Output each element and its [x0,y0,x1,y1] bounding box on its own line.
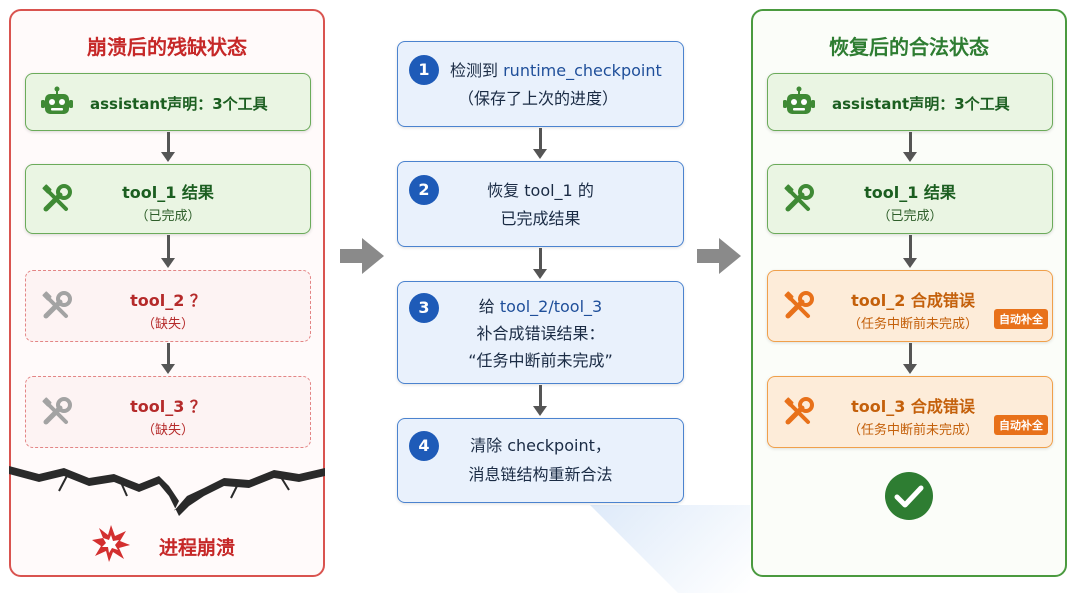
tool2-missing-title: tool_2 ？ [130,291,206,310]
robot-icon [41,86,73,114]
tool1-subtitle: （已完成） [135,209,201,224]
crack-line [9,466,325,516]
tool2-missing-card: tool_2 ？ （缺失） [25,270,311,342]
step-3-prefix: 给 [478,297,500,316]
tools-icon [42,291,72,319]
step-3-line3: “任务中断前未完成” [468,351,613,370]
tool1-title: tool_1 结果 [122,183,214,202]
tool2-synthetic-error-card: tool_2 合成错误 （任务中断前未完成） 自动补全 [767,270,1053,342]
step-4-card: 4 清除 checkpoint， 消息链结构重新合法 [397,418,684,503]
tool3-synthetic-error-card: tool_3 合成错误 （任务中断前未完成） 自动补全 [767,376,1053,448]
tool3-missing-subtitle: （缺失） [141,423,194,438]
decorative-fade [590,505,750,593]
step-1-prefix: 检测到 [450,61,504,80]
tools-icon [784,397,814,425]
arrow-right-icon [697,238,741,274]
step-3-card: 3 给 tool_2/tool_3 补合成错误结果： “任务中断前未完成” [397,281,684,384]
step-3-line1: 给 tool_2/tool_3 [398,294,683,320]
explosion-icon [92,525,130,562]
step-1-card: 1 检测到 runtime_checkpoint （保存了上次的进度） [397,41,684,127]
tools-icon [42,184,72,212]
tool3-missing-card: tool_3 ？ （缺失） [25,376,311,448]
auto-complete-badge: 自动补全 [994,309,1048,329]
tools-icon [784,184,814,212]
step-2-number: 2 [409,175,439,205]
step-2-card: 2 恢复 tool_1 的 已完成结果 [397,161,684,247]
auto-complete-badge: 自动补全 [994,415,1048,435]
tool2-missing-subtitle: （缺失） [141,317,194,332]
step-1-code: runtime_checkpoint [503,61,662,80]
step-1-number: 1 [409,55,439,85]
tools-icon [784,291,814,319]
assistant-declaration-text: assistant声明：3个工具 [832,95,1010,113]
arrow-right-icon [340,238,384,274]
step-1-line2: （保存了上次的进度） [458,89,619,108]
step-3-line2: 补合成错误结果： [476,324,605,343]
step-4-line1: 清除 checkpoint， [470,436,611,455]
step-4-number: 4 [409,431,439,461]
crash-label: 进程崩溃 [158,537,235,559]
tool1-result-card: tool_1 结果 （已完成） [25,164,311,234]
step-2-line1: 恢复 tool_1 的 [487,181,594,200]
crashed-state-title: 崩溃后的残缺状态 [87,35,247,59]
assistant-declaration-card: assistant声明：3个工具 [767,73,1053,131]
tool1-subtitle: （已完成） [877,209,943,224]
tool2-error-title: tool_2 合成错误 [851,291,975,310]
crashed-state-panel: 崩溃后的残缺状态 assistant声明：3个工具 tool_1 结果 （已完成… [9,9,325,577]
tool3-missing-title: tool_3 ？ [130,397,206,416]
robot-icon [783,86,815,114]
step-2-line2: 已完成结果 [500,209,581,228]
step-4-line2: 消息链结构重新合法 [468,465,613,484]
tool1-title: tool_1 结果 [864,183,956,202]
check-circle-icon [885,472,933,520]
step-3-number: 3 [409,293,439,323]
step-1-line1: 检测到 runtime_checkpoint [450,58,662,84]
tools-icon [42,397,72,425]
tool2-error-subtitle: （任务中断前未完成） [847,317,978,332]
assistant-declaration-text: assistant声明：3个工具 [90,95,268,113]
tool3-error-title: tool_3 合成错误 [851,397,975,416]
tool3-error-subtitle: （任务中断前未完成） [847,423,978,438]
assistant-declaration-card: assistant声明：3个工具 [25,73,311,131]
recovered-state-panel: 恢复后的合法状态 assistant声明：3个工具 tool_1 结果 （已完成… [751,9,1067,577]
tool1-result-card: tool_1 结果 （已完成） [767,164,1053,234]
step-3-code: tool_2/tool_3 [499,297,603,316]
recovered-state-title: 恢复后的合法状态 [829,35,989,59]
